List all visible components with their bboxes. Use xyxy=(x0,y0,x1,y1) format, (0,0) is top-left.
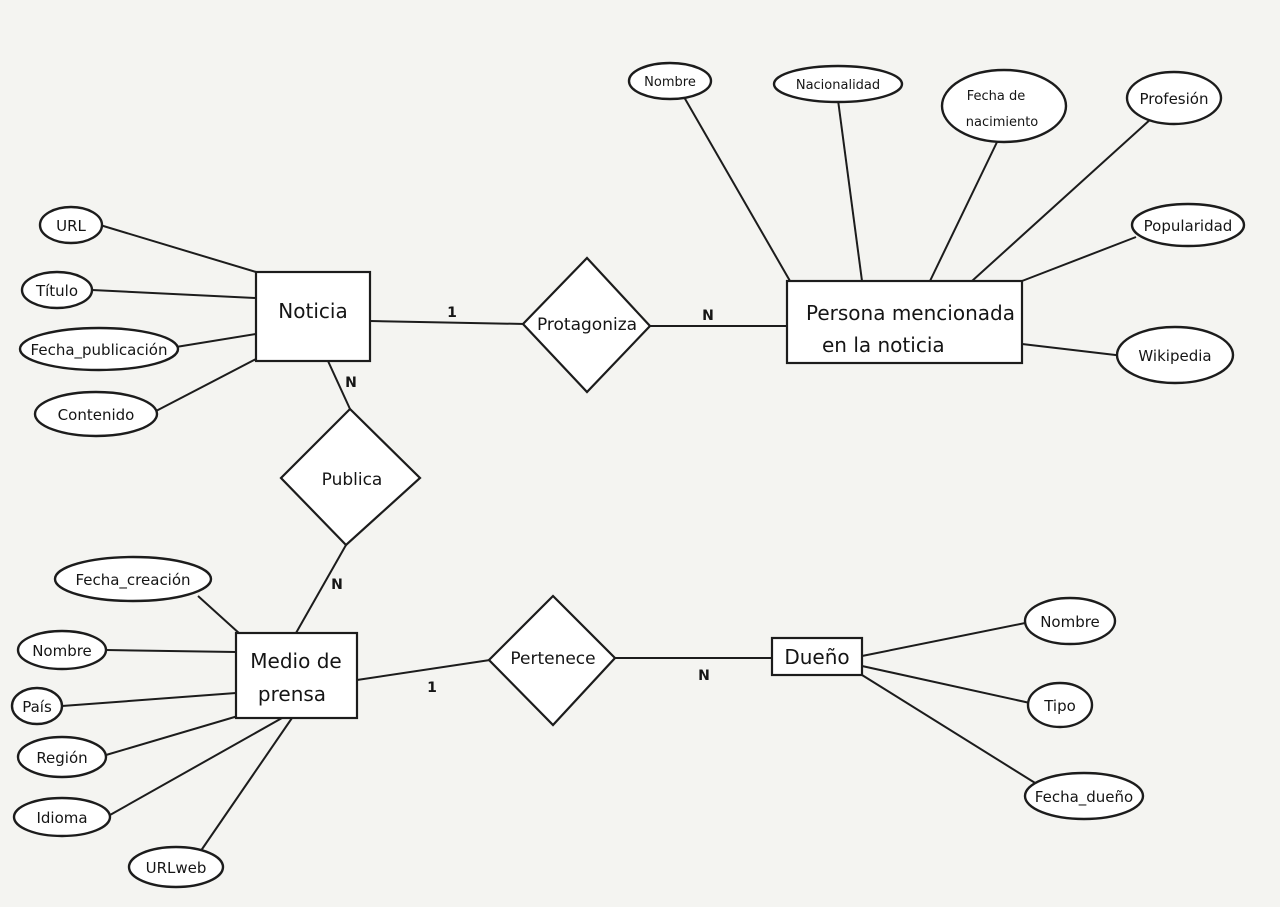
entity-noticia-label: Noticia xyxy=(278,299,347,323)
attribute-nacionalidad-label: Nacionalidad xyxy=(796,78,880,93)
attribute-dueno-nombre-label: Nombre xyxy=(1040,613,1100,631)
attribute-fecha-publicacion-label: Fecha_publicación xyxy=(31,341,168,360)
attribute-profesion: Profesión xyxy=(1125,70,1223,126)
line-fecha-publicacion xyxy=(175,333,257,348)
entity-persona-mencionada: Persona mencionada en la noticia xyxy=(785,279,1024,365)
attribute-dueno-nombre: Nombre xyxy=(1023,596,1117,646)
attribute-region-label: Región xyxy=(36,749,87,767)
line-medio-idioma xyxy=(109,717,283,816)
line-persona-nombre xyxy=(683,96,791,282)
attribute-fecha-nacimiento: Fecha de nacimiento xyxy=(940,68,1068,144)
attribute-urlweb: URLweb xyxy=(127,845,225,889)
entity-medio-de-prensa: Medio de prensa xyxy=(234,631,359,720)
attribute-tipo-label: Tipo xyxy=(1043,697,1076,715)
attribute-tipo: Tipo xyxy=(1026,681,1094,729)
attribute-contenido-label: Contenido xyxy=(58,406,135,424)
attribute-urlweb-label: URLweb xyxy=(146,859,207,877)
attribute-medio-nombre-label: Nombre xyxy=(32,642,92,660)
attribute-contenido: Contenido xyxy=(33,390,159,438)
attribute-pais: País xyxy=(10,686,64,726)
line-dueno-fecha-dueno xyxy=(861,674,1041,787)
cardinality-labels: 1 N N N 1 N xyxy=(331,305,714,696)
cardinality-publica-medio: N xyxy=(331,577,343,593)
entity-dueno-label: Dueño xyxy=(784,645,849,669)
attribute-persona-nombre: Nombre xyxy=(627,61,713,101)
attribute-wikipedia: Wikipedia xyxy=(1115,325,1235,385)
relationship-publica-label: Publica xyxy=(322,470,383,490)
entity-noticia: Noticia xyxy=(254,270,372,363)
line-medio-pais xyxy=(61,692,237,707)
attribute-url-label: URL xyxy=(56,217,86,235)
attribute-fecha-creacion-label: Fecha_creación xyxy=(75,571,190,590)
line-persona-nacionalidad xyxy=(837,99,863,282)
attribute-fecha-nacimiento-label-line1: Fecha de xyxy=(967,89,1026,104)
attribute-fecha-creacion: Fecha_creación xyxy=(53,555,213,603)
entity-medio-label-line2: prensa xyxy=(258,682,326,706)
cardinality-protagoniza-persona: N xyxy=(702,308,714,324)
line-dueno-tipo xyxy=(861,665,1031,704)
attribute-persona-nombre-label: Nombre xyxy=(644,75,696,90)
attribute-medio-nombre: Nombre xyxy=(16,629,108,671)
cardinality-medio-pertenece: 1 xyxy=(427,680,437,696)
relationship-pertenece-label: Pertenece xyxy=(510,649,595,669)
entity-persona-label-line2: en la noticia xyxy=(822,333,945,357)
line-medio-region xyxy=(105,715,239,756)
line-persona-popularidad xyxy=(1021,236,1137,282)
relationship-publica: Publica xyxy=(279,407,422,547)
relationship-pertenece: Pertenece xyxy=(487,594,617,727)
line-url xyxy=(99,224,257,273)
line-medio-nombre xyxy=(105,649,237,653)
attribute-titulo-label: Título xyxy=(35,282,78,300)
line-medio-pertenece xyxy=(356,659,491,681)
entity-dueno: Dueño xyxy=(770,636,864,677)
attribute-idioma: Idioma xyxy=(12,796,112,838)
attribute-nacionalidad: Nacionalidad xyxy=(772,64,904,104)
line-persona-profesion xyxy=(971,117,1153,282)
line-medio-fecha-creacion xyxy=(197,595,241,635)
attribute-fecha-publicacion: Fecha_publicación xyxy=(18,326,180,372)
attribute-profesion-label: Profesión xyxy=(1140,90,1209,108)
connector-lines xyxy=(61,96,1153,856)
cardinality-pertenece-dueno: N xyxy=(698,668,710,684)
line-noticia-protagoniza xyxy=(369,320,526,325)
line-persona-wikipedia xyxy=(1021,343,1125,357)
attribute-titulo: Título xyxy=(20,270,94,310)
relationship-protagoniza: Protagoniza xyxy=(521,256,652,394)
entity-persona-label-line1: Persona mencionada xyxy=(806,301,1015,325)
attribute-popularidad-label: Popularidad xyxy=(1144,217,1233,235)
line-contenido xyxy=(155,357,259,412)
attribute-pais-label: País xyxy=(22,698,52,716)
cardinality-noticia-publica: N xyxy=(345,375,357,391)
attribute-fecha-dueno: Fecha_dueño xyxy=(1023,771,1145,821)
attribute-popularidad: Popularidad xyxy=(1130,202,1246,248)
attribute-idioma-label: Idioma xyxy=(36,809,87,827)
line-noticia-publica xyxy=(327,360,351,410)
attribute-url: URL xyxy=(38,205,104,245)
line-publica-medio xyxy=(295,544,347,634)
attribute-fecha-nacimiento-label-line2: nacimiento xyxy=(966,115,1039,130)
relationship-protagoniza-label: Protagoniza xyxy=(537,315,637,335)
entity-medio-label-line1: Medio de xyxy=(250,649,341,673)
attribute-region: Región xyxy=(16,735,108,779)
line-titulo xyxy=(91,289,257,299)
line-persona-fecha-nacimiento xyxy=(929,139,999,282)
cardinality-noticia-protagoniza: 1 xyxy=(447,305,457,321)
line-dueno-nombre xyxy=(861,621,1031,657)
line-medio-urlweb xyxy=(197,717,293,856)
attribute-fecha-dueno-label: Fecha_dueño xyxy=(1035,788,1133,807)
attribute-wikipedia-label: Wikipedia xyxy=(1138,347,1211,365)
